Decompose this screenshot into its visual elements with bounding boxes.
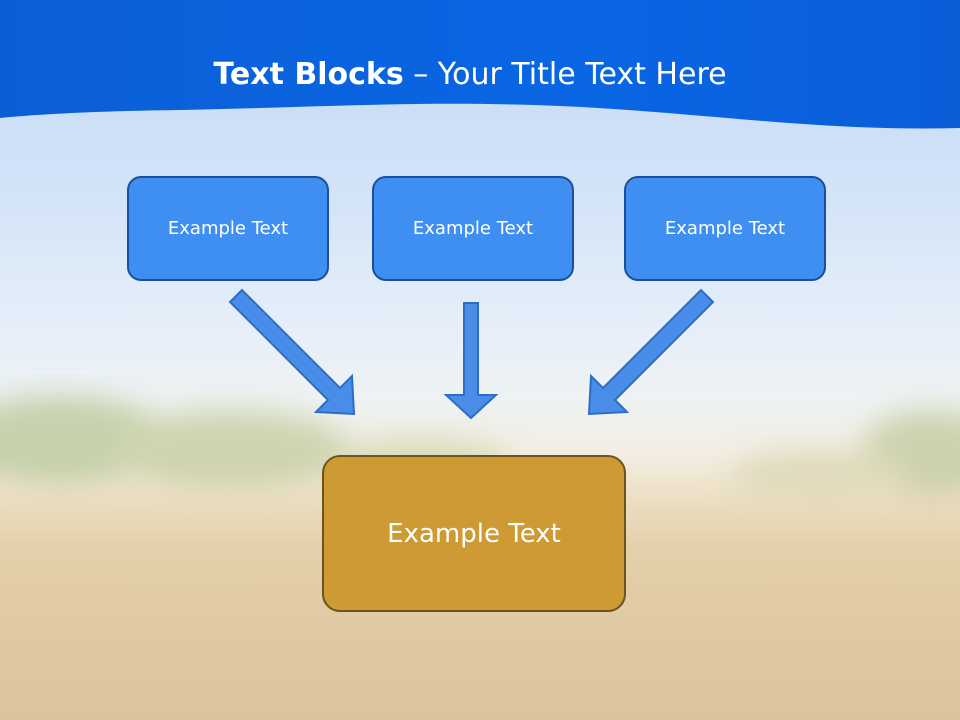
page-title: Text Blocks – Your Title Text Here [0, 55, 940, 95]
result-block-label: Example Text [387, 518, 561, 549]
title-bold: Text Blocks [213, 57, 404, 92]
result-block: Example Text [322, 455, 626, 612]
header-banner [0, 0, 960, 129]
arrow-center-down [443, 302, 499, 420]
text-block-3-label: Example Text [664, 218, 786, 239]
arrow-right-diagonal [587, 288, 715, 416]
title-rest: – Your Title Text Here [403, 57, 727, 92]
arrow-left-diagonal [228, 288, 356, 416]
text-block-1: Example Text [127, 176, 329, 281]
text-block-1-label: Example Text [167, 218, 289, 239]
text-block-2-label: Example Text [412, 218, 534, 239]
text-block-3: Example Text [624, 176, 826, 281]
text-block-2: Example Text [372, 176, 574, 281]
